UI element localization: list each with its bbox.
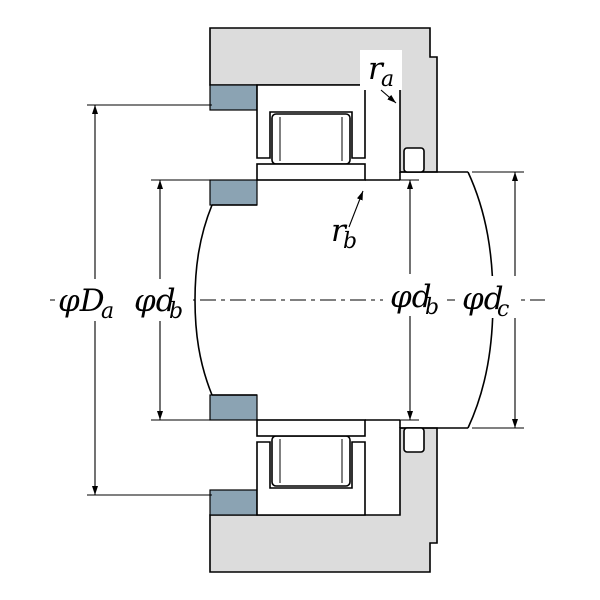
outer-ring-bottom [256,441,366,516]
cage-lines-top [279,117,343,161]
witness-lines-Da [87,104,212,496]
spacer-ring-shaft-top [209,179,258,206]
leader-rb [348,190,364,228]
inner-ring-top [256,163,366,181]
spacer-ring-housing-bottom [209,489,258,516]
knockout-dc [455,276,517,318]
roller-top [271,113,351,165]
seal-tab-bottom [403,427,425,453]
leader-ra [380,89,397,104]
bearing-top-section [256,84,366,181]
roller-bottom [271,435,351,487]
seal-tab-top [403,147,425,173]
fillet-label-rb: r [331,213,348,249]
knockout-db-left [127,279,193,321]
inner-ring-bottom [256,419,366,437]
knockout-db-right [383,274,447,316]
knockout-Da [55,279,133,321]
dim-label-db-right: φd [390,279,432,315]
spacer-ring-housing-top [209,84,258,111]
fillet-label-rb-sub: b [343,229,357,254]
dim-label-dc: φd [462,281,504,317]
cage-lines-bottom [279,439,343,483]
dim-label-db-right-sub: b [425,295,439,320]
dim-label-dc-sub: c [497,297,509,322]
dim-label-Da-sub: a [101,299,114,324]
dim-label-db-left: φd [134,283,176,319]
shaft-right-section [365,171,494,429]
dim-label-db-left-sub: b [169,299,183,324]
knockout-ra [360,50,402,90]
outer-ring-top [256,84,366,159]
fillet-label-ra-sub: a [381,67,394,92]
dim-label-Da: φD [58,283,105,319]
fillet-label-ra: r [368,51,385,87]
bearing-bottom-section [256,419,366,516]
spacer-ring-shaft-bottom [209,394,258,421]
